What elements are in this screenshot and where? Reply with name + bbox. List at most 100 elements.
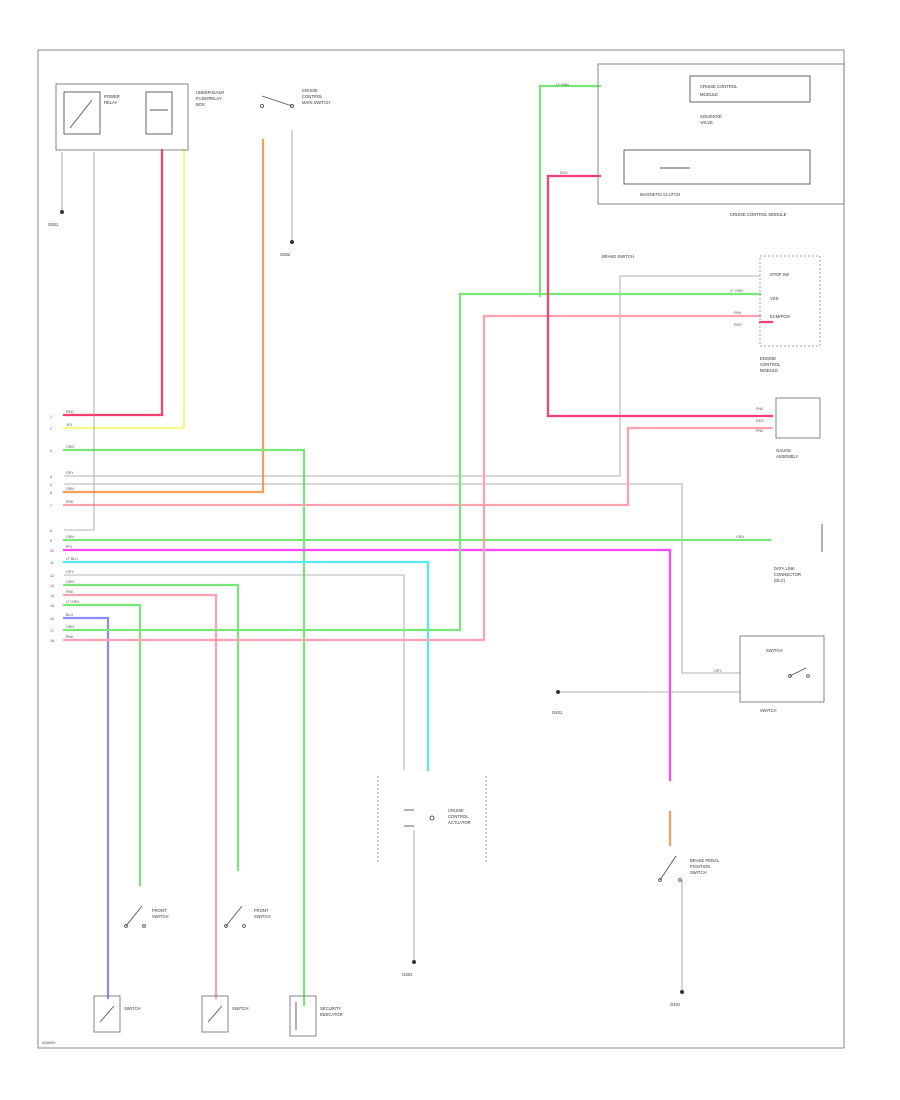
svg-text:BRAKE PEDAL: BRAKE PEDAL: [690, 858, 720, 863]
svg-text:LT GRN: LT GRN: [556, 83, 569, 87]
pin-label: 16: [50, 617, 54, 621]
svg-text:RELAY: RELAY: [104, 100, 118, 105]
svg-text:SWITCH: SWITCH: [124, 1006, 141, 1011]
svg-text:LT GRN: LT GRN: [730, 289, 743, 293]
svg-text:SWITCH: SWITCH: [152, 914, 169, 919]
svg-text:SWITCH: SWITCH: [760, 708, 777, 713]
wire-green-cruise-return: [62, 292, 762, 632]
pin-label: 5: [50, 483, 52, 487]
pin-label: 2: [50, 427, 52, 431]
ground-bottom-right: G401: [670, 990, 684, 1007]
svg-text:SOLENOID: SOLENOID: [700, 114, 722, 119]
svg-text:GRY: GRY: [66, 570, 74, 574]
wire-pink-switch: [62, 593, 218, 1000]
cruise-control-module: CRUISE CONTROL MODULE SOLENOID VALVE MAG…: [597, 63, 845, 217]
svg-text:ORN: ORN: [66, 487, 74, 491]
pin-label: 9: [50, 539, 52, 543]
pin-label: 8: [50, 529, 52, 533]
svg-text:SWITCH: SWITCH: [766, 648, 783, 653]
svg-text:PNK: PNK: [66, 635, 74, 639]
pin-label: 14: [50, 594, 54, 598]
svg-text:GRN: GRN: [66, 580, 74, 584]
pin-label: 15: [50, 604, 54, 608]
front-switch-right: FRONT SWITCH: [224, 905, 271, 928]
svg-text:DATA LINK: DATA LINK: [774, 566, 795, 571]
svg-text:CONTROL: CONTROL: [302, 94, 323, 99]
main-connector-pins: 1 2 3 4 5 6 7 8 9 10 11 12 13 14 15 16 1…: [50, 415, 54, 643]
svg-text:G401: G401: [670, 1002, 681, 1007]
ground-top-mid: G502: [280, 240, 294, 257]
wire-pink-ecm: [62, 426, 774, 507]
wire-gray-module-down: [64, 152, 95, 531]
wire-pink-cruise-return: [62, 314, 762, 642]
svg-text:CONNECTOR: CONNECTOR: [774, 572, 801, 577]
pin-label: 3: [50, 449, 52, 453]
svg-text:SWITCH: SWITCH: [232, 1006, 249, 1011]
svg-text:RED: RED: [560, 171, 568, 175]
svg-text:PNK: PNK: [756, 429, 764, 433]
svg-text:PNK: PNK: [734, 311, 742, 315]
svg-text:ENGINE: ENGINE: [760, 356, 776, 361]
svg-text:GRN: GRN: [736, 535, 744, 539]
svg-text:GRY: GRY: [66, 471, 74, 475]
ground-bottom-mid: G301: [402, 960, 416, 977]
svg-text:SECURITY: SECURITY: [320, 1006, 341, 1011]
svg-text:G501: G501: [48, 222, 59, 227]
svg-text:G502: G502: [280, 252, 291, 257]
cruise-main-switch: CRUISE CONTROL MAIN SWITCH: [259, 88, 330, 109]
svg-text:ECM/PCM: ECM/PCM: [770, 314, 790, 319]
pin-label: 10: [50, 549, 54, 553]
wire-green-switch-left: [62, 603, 142, 887]
svg-text:INDICATOR: INDICATOR: [320, 1012, 343, 1017]
data-link-connector: DATA LINK CONNECTOR (DLC): [774, 524, 823, 583]
svg-text:ASSEMBLY: ASSEMBLY: [776, 454, 798, 459]
svg-text:CONTROL: CONTROL: [448, 814, 469, 819]
wire-magenta-clutch: [62, 548, 672, 782]
wire-gray-cruise: [64, 275, 760, 477]
svg-text:CRUISE CONTROL MODULE: CRUISE CONTROL MODULE: [730, 212, 787, 217]
svg-text:SWITCH: SWITCH: [690, 870, 707, 875]
wire-green-cruise-top: [538, 84, 602, 298]
svg-text:VSS: VSS: [770, 296, 779, 301]
svg-text:STOP SW: STOP SW: [770, 272, 789, 277]
ecm-pcm: STOP SW VSS ECM/PCM ENGINE CONTROL MODUL…: [602, 254, 821, 459]
pin-label: 11: [50, 561, 54, 565]
wires: [61, 84, 774, 1007]
figure-id: W38890: [42, 1041, 55, 1045]
diagram-frame: [37, 49, 845, 1049]
wire-cyan-actuator: [62, 560, 430, 772]
ground-top-left: G501: [48, 210, 64, 227]
security-indicator: SECURITY INDICATOR: [289, 995, 343, 1037]
wire-green-switch-right: [62, 583, 240, 872]
wire-gray-actuator: [64, 574, 405, 770]
svg-text:G401: G401: [552, 710, 563, 715]
svg-text:RED: RED: [66, 410, 74, 414]
svg-text:MODULE: MODULE: [700, 92, 718, 97]
svg-text:BLU: BLU: [66, 613, 73, 617]
pin-label: 18: [50, 639, 54, 643]
pin-label: 17: [50, 629, 54, 633]
svg-text:GRN: GRN: [66, 535, 74, 539]
svg-text:UNDER-DASH: UNDER-DASH: [196, 90, 224, 95]
wire-orange-switch: [62, 138, 265, 494]
svg-text:CONTROL: CONTROL: [760, 362, 781, 367]
wire-green-indicator: [62, 448, 306, 1007]
svg-text:G301: G301: [402, 972, 413, 977]
svg-text:RED: RED: [756, 419, 764, 423]
svg-text:PPL: PPL: [66, 545, 73, 549]
cruise-actuator: CRUISE CONTROL ACTUATOR: [377, 776, 487, 864]
svg-text:PNK: PNK: [66, 590, 74, 594]
svg-text:SWITCH: SWITCH: [254, 914, 271, 919]
pin-label: 13: [50, 584, 54, 588]
svg-text:PNK: PNK: [66, 500, 74, 504]
svg-text:CRUISE CONTROL: CRUISE CONTROL: [700, 84, 738, 89]
svg-text:YEL: YEL: [66, 423, 73, 427]
pin-label: 12: [50, 574, 54, 578]
svg-text:LT BLU: LT BLU: [66, 557, 78, 561]
svg-text:VALVE: VALVE: [700, 120, 713, 125]
wire-red-module: [62, 148, 164, 417]
wire-red-cruise-ecm: [546, 174, 774, 418]
brake-pedal-position-switch: BRAKE PEDAL POSITION SWITCH: [658, 855, 720, 882]
svg-text:BOX: BOX: [196, 102, 205, 107]
svg-text:FRONT: FRONT: [254, 908, 269, 913]
